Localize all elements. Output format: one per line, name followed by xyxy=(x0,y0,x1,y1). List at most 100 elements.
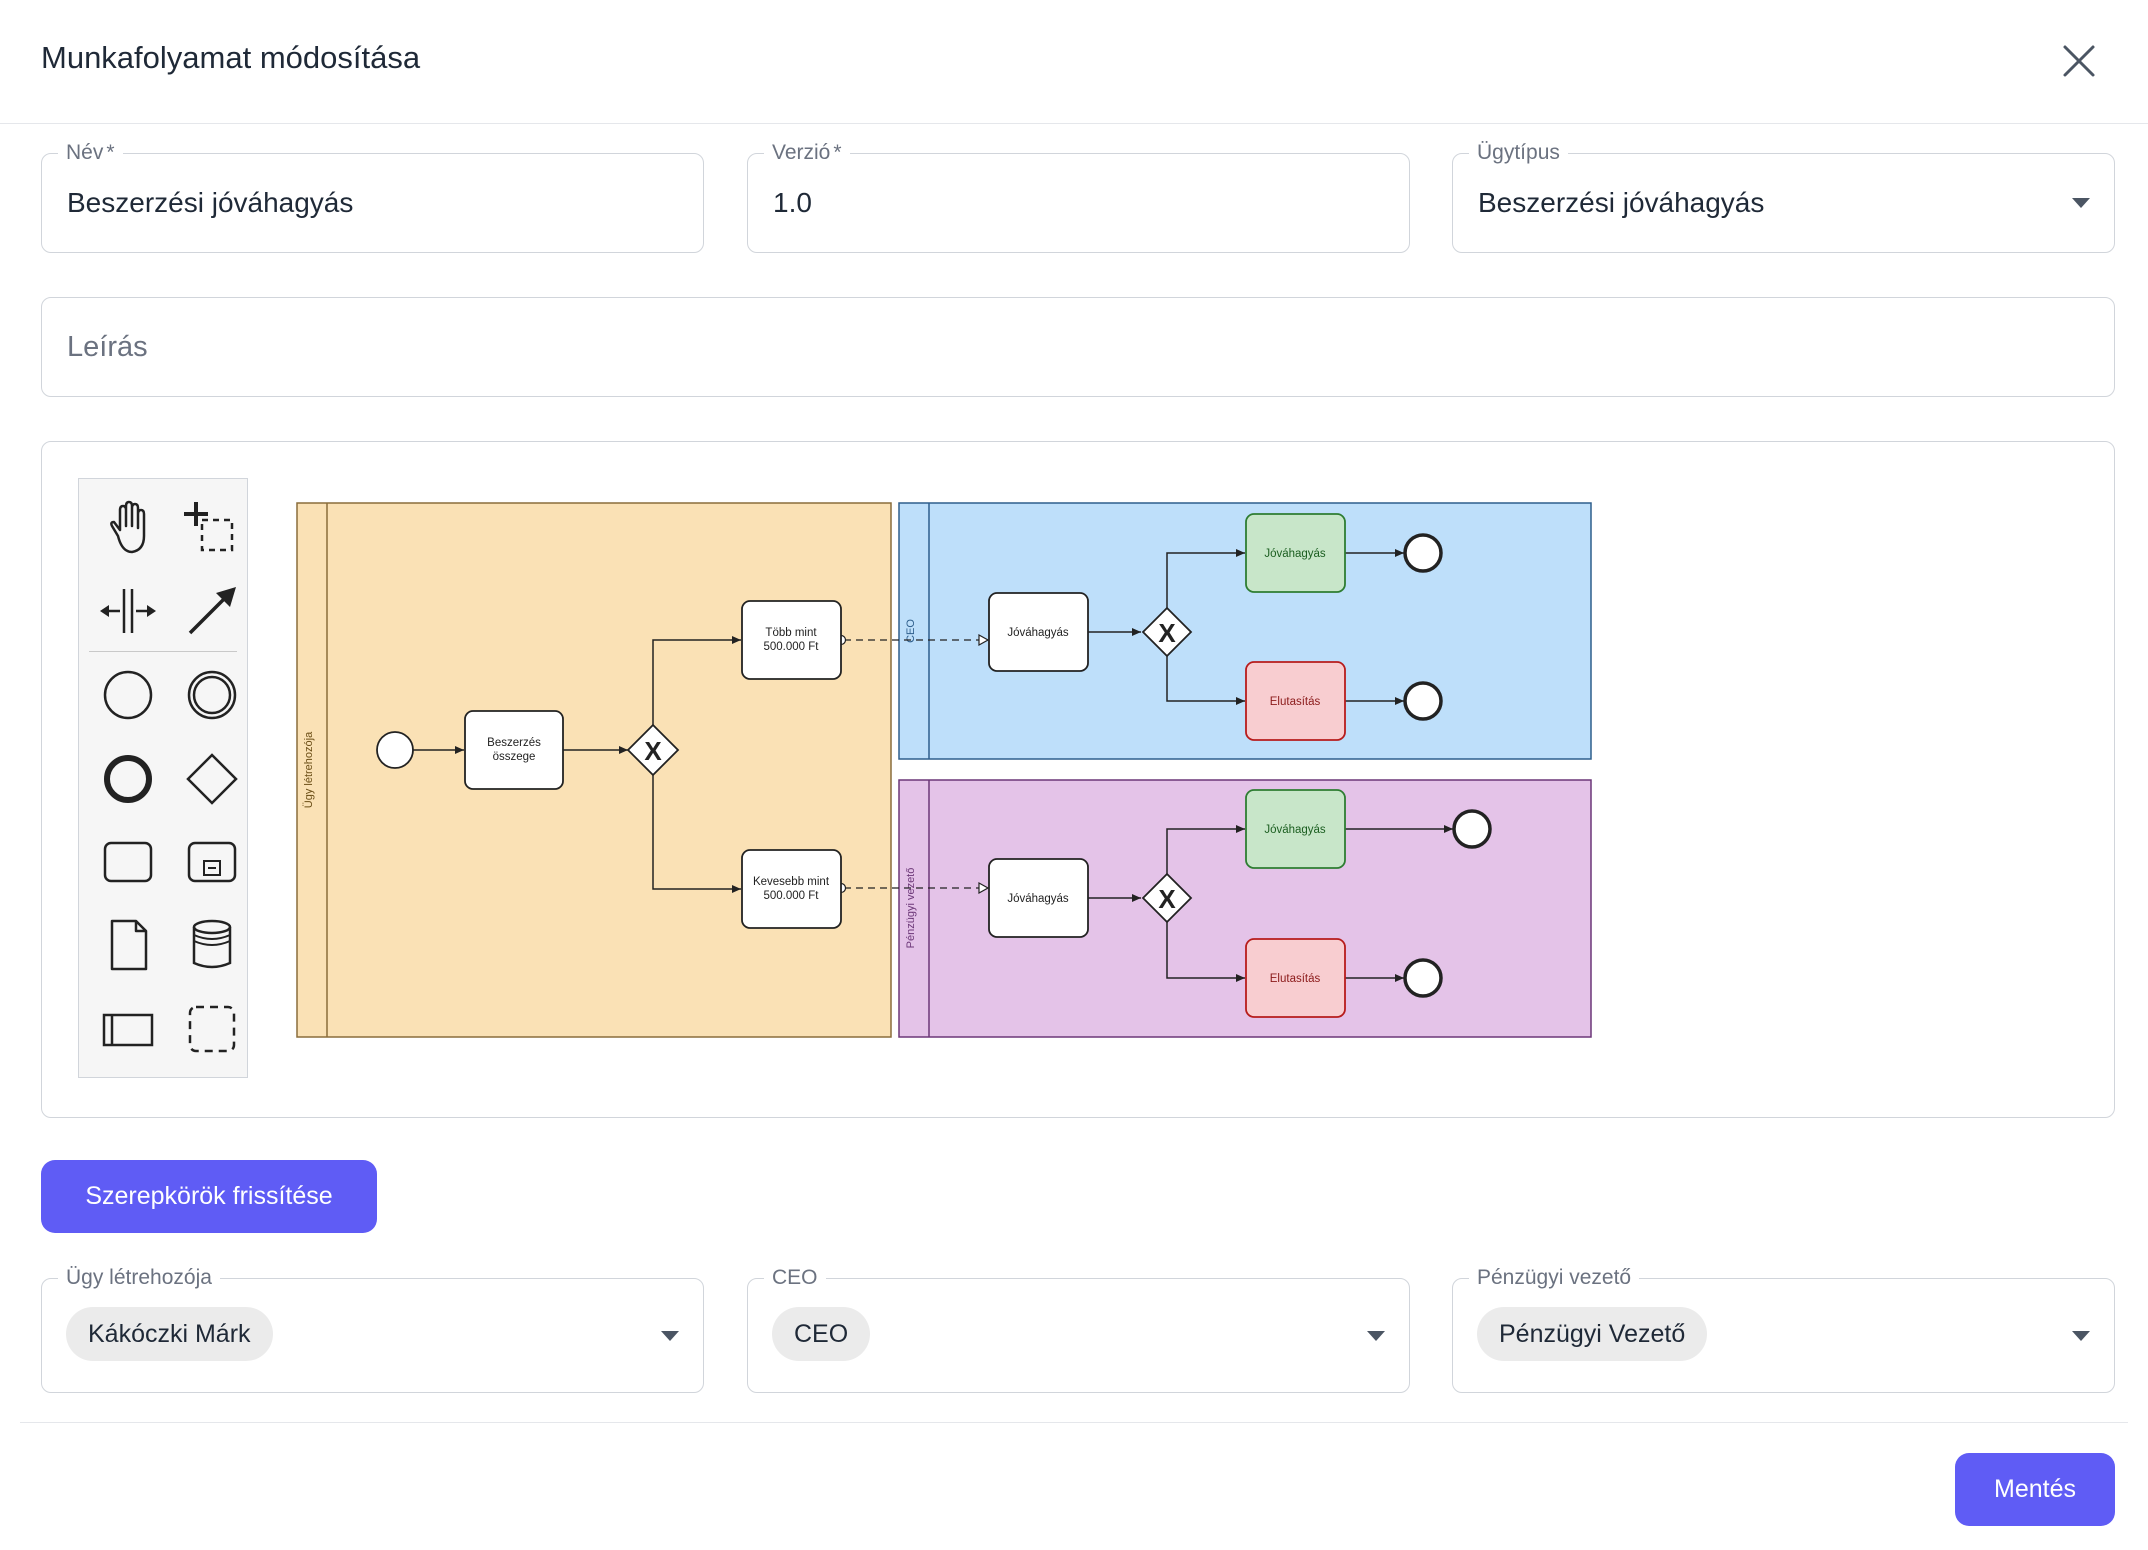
chevron-down-icon[interactable] xyxy=(661,1330,679,1341)
close-icon xyxy=(2063,45,2095,77)
group-tool[interactable] xyxy=(180,997,244,1061)
space-tool-icon xyxy=(100,589,156,633)
end-event-icon xyxy=(104,755,152,803)
task-finance-approval[interactable]: Jóváhagyás xyxy=(988,858,1089,938)
task-purchase-amount[interactable]: Beszerzés összege xyxy=(464,710,564,790)
refresh-roles-button[interactable]: Szerepkörök frissítése xyxy=(41,1160,377,1233)
task-finance-rejected[interactable]: Elutasítás xyxy=(1245,938,1346,1018)
connect-tool-icon xyxy=(188,587,236,635)
intermediate-event-tool[interactable] xyxy=(180,663,244,727)
svg-text:Elutasítás: Elutasítás xyxy=(1270,696,1321,708)
end-event-tool[interactable] xyxy=(96,747,160,811)
task-icon xyxy=(103,841,153,883)
save-button[interactable]: Mentés xyxy=(1955,1453,2115,1526)
connect-tool[interactable] xyxy=(180,579,244,643)
bpmn-diagram: Ügy létrehozója CEO Pénzügyi vezető xyxy=(296,502,1592,1038)
dialog-header: Munkafolyamat módosítása xyxy=(0,0,2148,124)
case-type-value: Beszerzési jóváhagyás xyxy=(1478,187,1765,218)
dialog-title: Munkafolyamat módosítása xyxy=(41,40,421,75)
data-store-icon xyxy=(192,919,232,969)
task-finance-approved[interactable]: Jóváhagyás xyxy=(1245,789,1346,869)
gateway-ceo[interactable]: X xyxy=(1141,606,1193,658)
svg-text:Jóváhagyás: Jóváhagyás xyxy=(1264,548,1326,560)
bpmn-canvas[interactable] xyxy=(41,441,2115,1118)
svg-text:500.000 Ft: 500.000 Ft xyxy=(764,890,820,902)
role-finance-chip[interactable]: Pénzügyi Vezető xyxy=(1477,1307,1708,1361)
lasso-tool-icon xyxy=(184,502,234,552)
message-flows xyxy=(844,640,988,888)
task-ceo-rejected[interactable]: Elutasítás xyxy=(1245,661,1346,741)
version-field[interactable]: Verzió* 1.0 xyxy=(747,139,1410,253)
svg-text:X: X xyxy=(1158,884,1176,914)
close-button[interactable] xyxy=(2054,36,2104,86)
chevron-down-icon[interactable] xyxy=(2072,198,2090,208)
gateway-finance[interactable]: X xyxy=(1141,872,1193,924)
task-less-than[interactable]: Kevesebb mint 500.000 Ft xyxy=(741,849,842,929)
end-event-finance-approved[interactable] xyxy=(1452,809,1492,849)
name-field[interactable]: Név* Beszerzési jóváhagyás xyxy=(41,139,704,253)
end-event-ceo-approved[interactable] xyxy=(1403,533,1443,573)
task-tool[interactable] xyxy=(96,830,160,894)
svg-text:X: X xyxy=(644,736,662,766)
chevron-down-icon[interactable] xyxy=(1367,1330,1385,1341)
bpmn-palette xyxy=(78,478,248,1078)
role-finance-label: Pénzügyi vezető xyxy=(1469,1264,1640,1292)
start-event-icon xyxy=(103,670,153,720)
lane-creator-label: Ügy létrehozója xyxy=(303,731,315,808)
group-icon xyxy=(188,1005,236,1053)
role-select-finance[interactable]: Pénzügyi vezető Pénzügyi Vezető xyxy=(1452,1264,2115,1393)
role-ceo-chip[interactable]: CEO xyxy=(772,1307,871,1361)
svg-text:Jóváhagyás: Jóváhagyás xyxy=(1007,893,1069,905)
svg-text:összege: összege xyxy=(493,751,536,763)
subprocess-tool[interactable] xyxy=(180,830,244,894)
lasso-tool[interactable] xyxy=(180,496,244,560)
data-object-tool[interactable] xyxy=(96,913,160,977)
task-ceo-approved[interactable]: Jóváhagyás xyxy=(1245,513,1346,593)
data-object-icon xyxy=(110,919,148,971)
start-event-tool[interactable] xyxy=(96,663,160,727)
description-placeholder: Leírás xyxy=(67,330,148,363)
start-event[interactable] xyxy=(376,731,414,769)
svg-text:Több mint: Több mint xyxy=(765,627,817,639)
svg-text:Elutasítás: Elutasítás xyxy=(1270,973,1321,985)
version-value: 1.0 xyxy=(773,187,812,218)
hand-tool[interactable] xyxy=(96,496,160,560)
gateway-tool[interactable] xyxy=(180,747,244,811)
description-input[interactable]: Leírás xyxy=(41,297,2115,397)
svg-text:Kevesebb mint: Kevesebb mint xyxy=(753,876,830,888)
subprocess-icon xyxy=(187,841,237,883)
end-event-finance-rejected[interactable] xyxy=(1403,958,1443,998)
role-select-ceo[interactable]: CEO CEO xyxy=(747,1264,1410,1393)
palette-separator xyxy=(89,651,237,652)
sequence-flows xyxy=(413,549,1453,982)
lane-finance-label: Pénzügyi vezető xyxy=(905,868,917,949)
role-ceo-label: CEO xyxy=(764,1264,826,1292)
svg-text:X: X xyxy=(1158,618,1176,648)
intermediate-event-icon xyxy=(187,670,237,720)
version-label: Verzió* xyxy=(764,139,850,167)
case-type-select[interactable]: Ügytípus Beszerzési jóváhagyás xyxy=(1452,139,2115,253)
role-creator-chip[interactable]: Kákóczki Márk xyxy=(66,1307,273,1361)
pool-tool[interactable] xyxy=(96,997,160,1061)
gateway-amount[interactable]: X xyxy=(626,723,680,777)
task-ceo-approval[interactable]: Jóváhagyás xyxy=(988,592,1089,672)
svg-text:Jóváhagyás: Jóváhagyás xyxy=(1007,627,1069,639)
case-type-label: Ügytípus xyxy=(1469,139,1568,167)
hand-tool-icon xyxy=(110,500,146,554)
lane-ceo-label: CEO xyxy=(905,619,917,643)
footer-divider xyxy=(20,1422,2128,1423)
task-more-than[interactable]: Több mint 500.000 Ft xyxy=(741,600,842,680)
gateway-icon xyxy=(186,753,238,805)
name-value: Beszerzési jóváhagyás xyxy=(67,187,354,218)
svg-text:Jóváhagyás: Jóváhagyás xyxy=(1264,824,1326,836)
svg-text:Beszerzés: Beszerzés xyxy=(487,737,541,749)
chevron-down-icon[interactable] xyxy=(2072,1330,2090,1341)
data-store-tool[interactable] xyxy=(180,913,244,977)
role-creator-label: Ügy létrehozója xyxy=(58,1264,220,1292)
lane-creator[interactable]: Ügy létrehozója xyxy=(296,502,892,1038)
space-tool[interactable] xyxy=(96,579,160,643)
role-select-creator[interactable]: Ügy létrehozója Kákóczki Márk xyxy=(41,1264,704,1393)
name-label: Név* xyxy=(58,139,123,167)
svg-text:500.000 Ft: 500.000 Ft xyxy=(764,641,820,653)
end-event-ceo-rejected[interactable] xyxy=(1403,681,1443,721)
